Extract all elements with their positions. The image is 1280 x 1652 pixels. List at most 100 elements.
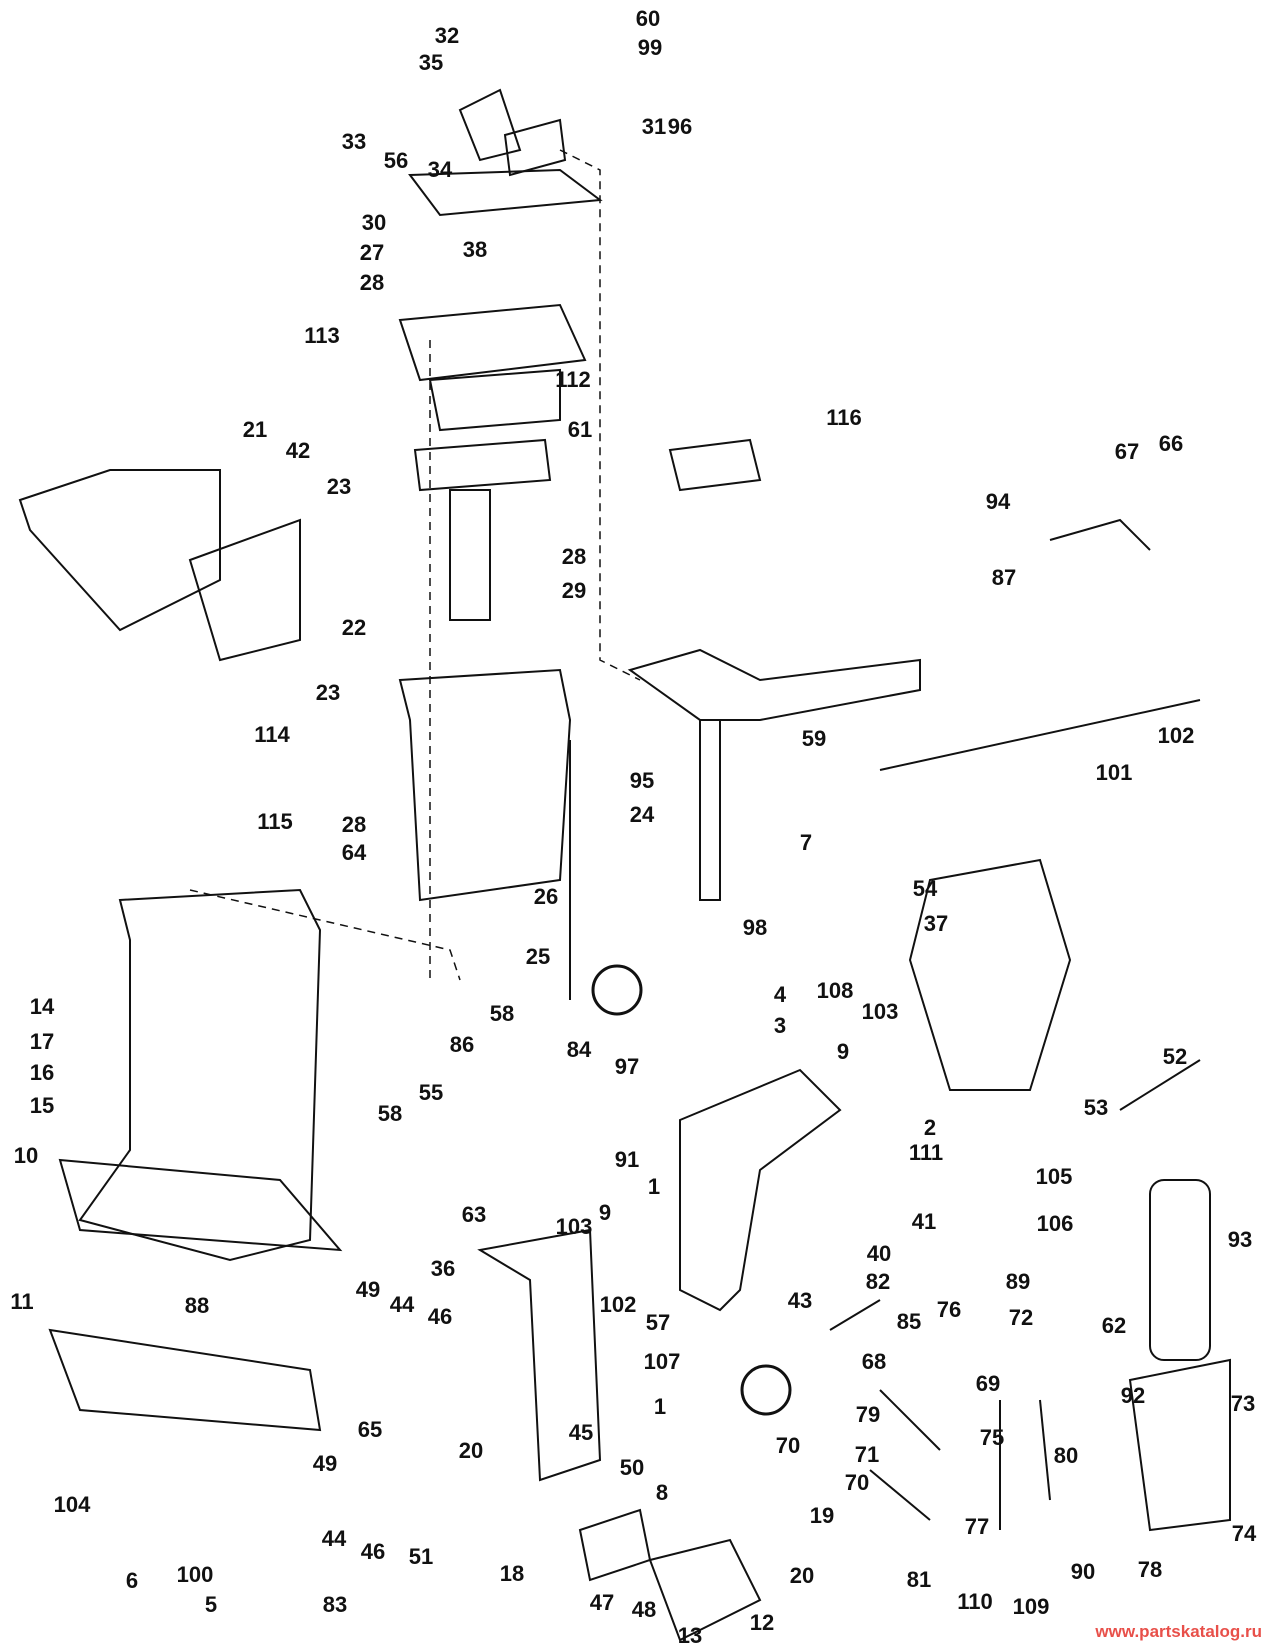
- part-callout-25: 25: [525, 944, 551, 969]
- swivel-bracket: [477, 699, 1201, 1482]
- part-callout-91: 91: [614, 1147, 640, 1172]
- part-callout-92: 92: [1120, 1383, 1146, 1408]
- part-callout-100: 100: [176, 1562, 214, 1587]
- part-callout-57: 57: [645, 1310, 671, 1335]
- part-callout-79: 79: [855, 1402, 881, 1427]
- part-callout-89: 89: [1005, 1269, 1031, 1294]
- part-callout-44: 44: [389, 1292, 415, 1317]
- part-callout-16: 16: [29, 1060, 55, 1085]
- part-callout-71: 71: [854, 1442, 880, 1467]
- part-callout-28: 28: [561, 544, 587, 569]
- lower-cowl: [18, 469, 322, 1432]
- part-callout-103: 103: [861, 999, 899, 1024]
- part-callout-113: 113: [304, 323, 340, 348]
- part-callout-22: 22: [341, 615, 367, 640]
- part-callout-28: 28: [341, 812, 367, 837]
- part-callout-10: 10: [13, 1143, 39, 1168]
- part-callout-105: 105: [1035, 1164, 1073, 1189]
- part-callout-48: 48: [631, 1597, 657, 1622]
- part-callout-78: 78: [1137, 1557, 1163, 1582]
- part-callout-87: 87: [991, 565, 1017, 590]
- part-callout-50: 50: [619, 1455, 645, 1480]
- part-callout-45: 45: [568, 1420, 594, 1445]
- part-callout-7: 7: [799, 830, 813, 855]
- part-callout-18: 18: [499, 1561, 525, 1586]
- part-callout-1: 1: [647, 1174, 661, 1199]
- part-callout-99: 99: [637, 35, 663, 60]
- part-callout-36: 36: [430, 1256, 456, 1281]
- part-callout-72: 72: [1008, 1305, 1034, 1330]
- part-callout-30: 30: [361, 210, 387, 235]
- part-callout-76: 76: [936, 1297, 962, 1322]
- part-callout-3: 3: [773, 1013, 787, 1038]
- sealant-badges: [591, 964, 792, 1416]
- steering-arm: [569, 648, 921, 1000]
- part-callout-6: 6: [125, 1568, 139, 1593]
- part-callout-14: 14: [29, 994, 55, 1019]
- part-callout-53: 53: [1083, 1095, 1109, 1120]
- part-callout-13: 13: [677, 1623, 703, 1648]
- part-callout-21: 21: [242, 417, 268, 442]
- part-callout-75: 75: [979, 1425, 1005, 1450]
- part-callout-59: 59: [801, 726, 827, 751]
- part-callout-20: 20: [789, 1563, 815, 1588]
- part-callout-27: 27: [359, 240, 385, 265]
- part-callout-65: 65: [357, 1417, 383, 1442]
- part-callout-58: 58: [377, 1101, 403, 1126]
- part-callout-46: 46: [360, 1539, 386, 1564]
- part-callout-103: 103: [555, 1214, 593, 1239]
- part-callout-32: 32: [434, 23, 460, 48]
- part-callout-55: 55: [418, 1080, 444, 1105]
- part-callout-93: 93: [1227, 1227, 1253, 1252]
- part-callout-20: 20: [458, 1438, 484, 1463]
- part-callout-80: 80: [1053, 1443, 1079, 1468]
- part-callout-9: 9: [598, 1200, 612, 1225]
- part-callout-104: 104: [53, 1492, 91, 1517]
- part-callout-70: 70: [775, 1433, 801, 1458]
- part-callout-102: 102: [599, 1292, 637, 1317]
- part-callout-63: 63: [461, 1202, 487, 1227]
- part-callout-5: 5: [204, 1592, 218, 1617]
- part-callout-41: 41: [911, 1209, 937, 1234]
- linkage-parts: [668, 438, 1201, 1530]
- part-callout-68: 68: [861, 1349, 887, 1374]
- part-callout-46: 46: [427, 1304, 453, 1329]
- part-callout-19: 19: [809, 1503, 835, 1528]
- part-callout-4: 4: [773, 982, 787, 1007]
- part-callout-70: 70: [844, 1470, 870, 1495]
- part-callout-47: 47: [589, 1590, 615, 1615]
- upper-mount: [398, 88, 603, 621]
- part-callout-81: 81: [906, 1567, 932, 1592]
- part-callout-43: 43: [787, 1288, 813, 1313]
- part-callout-56: 56: [383, 148, 409, 173]
- part-callout-40: 40: [866, 1241, 892, 1266]
- part-callout-86: 86: [449, 1032, 475, 1057]
- part-callout-28: 28: [359, 270, 385, 295]
- part-callout-26: 26: [533, 884, 559, 909]
- part-callout-17: 17: [29, 1029, 55, 1054]
- part-callout-52: 52: [1162, 1044, 1188, 1069]
- part-callout-69: 69: [975, 1371, 1001, 1396]
- part-callout-95: 95: [629, 768, 655, 793]
- assembly-guides: [189, 149, 641, 981]
- part-callout-23: 23: [315, 680, 341, 705]
- part-callout-97: 97: [614, 1054, 640, 1079]
- exhaust-housing: [398, 668, 572, 902]
- part-callout-51: 51: [408, 1544, 434, 1569]
- part-callout-83: 83: [322, 1592, 348, 1617]
- part-callout-8: 8: [655, 1480, 669, 1505]
- part-callout-114: 114: [254, 722, 290, 747]
- part-callout-23: 23: [326, 474, 352, 499]
- part-callout-9: 9: [836, 1039, 850, 1064]
- watermark[interactable]: www.partskatalog.ru: [1095, 1622, 1262, 1641]
- part-callout-12: 12: [749, 1610, 775, 1635]
- part-callout-74: 74: [1231, 1521, 1257, 1546]
- part-callout-110: 110: [957, 1589, 993, 1614]
- part-callout-116: 116: [826, 405, 862, 430]
- part-callout-98: 98: [742, 915, 768, 940]
- part-callout-37: 37: [923, 911, 949, 936]
- part-callout-94: 94: [985, 489, 1011, 514]
- part-callout-96: 96: [667, 114, 693, 139]
- part-callout-38: 38: [462, 237, 488, 262]
